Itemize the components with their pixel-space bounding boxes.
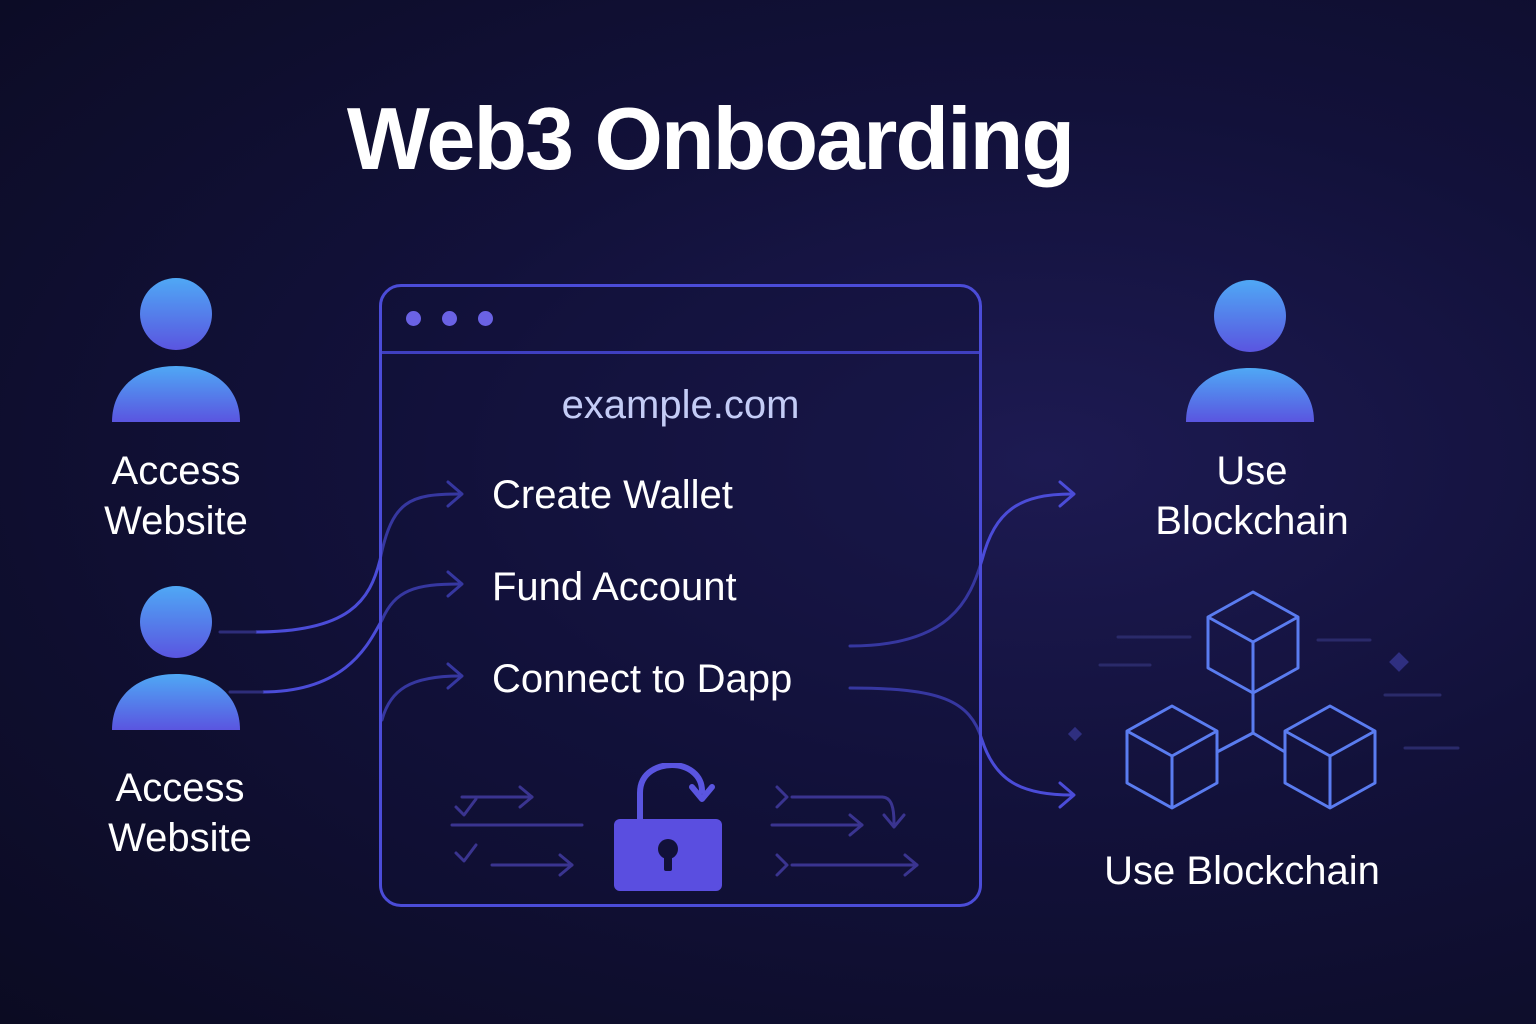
arrow-to-connect-dapp [380, 674, 462, 722]
process-arrows-decoration [450, 785, 919, 877]
label-line: Use [1216, 449, 1288, 493]
label-line: Website [104, 499, 248, 543]
label-line: Access [111, 449, 241, 493]
blockchain-label: Use Blockchain [1104, 849, 1380, 893]
browser-window: example.com Create Wallet Fund Account C… [379, 284, 982, 907]
step-connect-dapp: Connect to Dapp [492, 657, 793, 701]
browser-titlebar [382, 287, 979, 354]
user-label-access-website-1: Access Website [60, 446, 292, 546]
user-label-use-blockchain: Use Blockchain [1120, 446, 1384, 546]
url-text: example.com [561, 383, 800, 427]
label-line: Blockchain [1155, 499, 1349, 543]
user-label-access-website-2: Access Website [62, 763, 298, 863]
user-icon [112, 586, 240, 730]
blockchain-cubes-icon [1125, 590, 1377, 810]
window-dot-icon [406, 311, 421, 326]
lock-icon [614, 763, 722, 891]
window-dot-icon [442, 311, 457, 326]
step-create-wallet: Create Wallet [492, 473, 733, 517]
window-dot-icon [478, 311, 493, 326]
diagram-title: Web3 Onboarding [346, 89, 1075, 188]
step-fund-account: Fund Account [492, 565, 737, 609]
label-line: Website [108, 816, 252, 860]
label-line: Access [115, 766, 245, 810]
decorative-lines [1098, 635, 1460, 750]
user-icon [1186, 280, 1314, 422]
user-icon [112, 278, 240, 422]
